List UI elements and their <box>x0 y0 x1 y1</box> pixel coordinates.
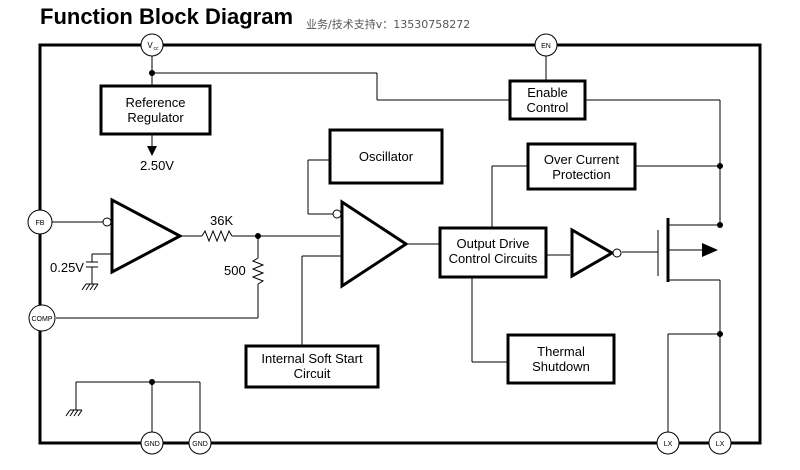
over-current-protection-block: Over Current Protection <box>526 142 637 191</box>
svg-text:LX: LX <box>716 441 725 448</box>
svg-text:Output Drive: Output Drive <box>457 236 530 251</box>
pin-gnd-1: GND <box>140 431 164 455</box>
enable-control-block: Enable Control <box>508 79 587 121</box>
contact-subtitle: 业务/技术支持v：13530758272 <box>306 18 471 31</box>
pin-lx-1: LX <box>656 431 680 455</box>
pin-lx-2: LX <box>708 431 732 455</box>
svg-text:Over Current: Over Current <box>544 152 620 167</box>
output-drive-block: Output Drive Control Circuits <box>438 226 548 279</box>
gate-driver-buffer <box>570 227 622 279</box>
svg-text:Reference: Reference <box>126 95 186 110</box>
pin-gnd-2: GND <box>188 431 212 455</box>
svg-text:Oscillator: Oscillator <box>359 149 414 164</box>
svg-text:COMP: COMP <box>32 316 53 323</box>
chip-outline <box>38 43 762 445</box>
pin-vcc: V cc <box>140 33 164 57</box>
svg-text:GND: GND <box>144 441 160 448</box>
svg-text:Enable: Enable <box>527 85 567 100</box>
error-amplifier <box>102 197 184 275</box>
pin-fb: FB <box>27 209 53 235</box>
junctions <box>149 70 723 385</box>
svg-text:Control: Control <box>527 100 569 115</box>
reference-regulator-block: Reference Regulator <box>99 84 212 136</box>
svg-text:Circuit: Circuit <box>294 366 331 381</box>
svg-text:cc: cc <box>154 46 160 52</box>
svg-text:LX: LX <box>664 441 673 448</box>
svg-text:Control Circuits: Control Circuits <box>449 251 538 266</box>
page-title: Function Block Diagram <box>40 4 294 29</box>
r2-label: 500 <box>224 263 246 278</box>
svg-text:GND: GND <box>192 441 208 448</box>
svg-text:Thermal: Thermal <box>537 344 585 359</box>
pin-en: EN <box>534 33 558 57</box>
svg-text:Shutdown: Shutdown <box>532 359 590 374</box>
svg-text:EN: EN <box>541 43 551 50</box>
svg-text:Regulator: Regulator <box>127 110 184 125</box>
vref-output-label: 2.50V <box>140 158 174 173</box>
oscillator-block: Oscillator <box>328 128 444 185</box>
soft-start-block: Internal Soft Start Circuit <box>244 344 380 389</box>
svg-text:Protection: Protection <box>552 167 611 182</box>
pwm-comparator <box>332 199 409 289</box>
pin-comp: COMP <box>28 304 56 332</box>
svg-text:Internal Soft Start: Internal Soft Start <box>261 351 363 366</box>
svg-text:FB: FB <box>36 220 45 227</box>
svg-text:V: V <box>147 41 153 50</box>
vref-low-label: 0.25V <box>50 260 84 275</box>
r1-label: 36K <box>210 213 233 228</box>
thermal-shutdown-block: Thermal Shutdown <box>506 333 616 385</box>
wires <box>52 56 721 432</box>
